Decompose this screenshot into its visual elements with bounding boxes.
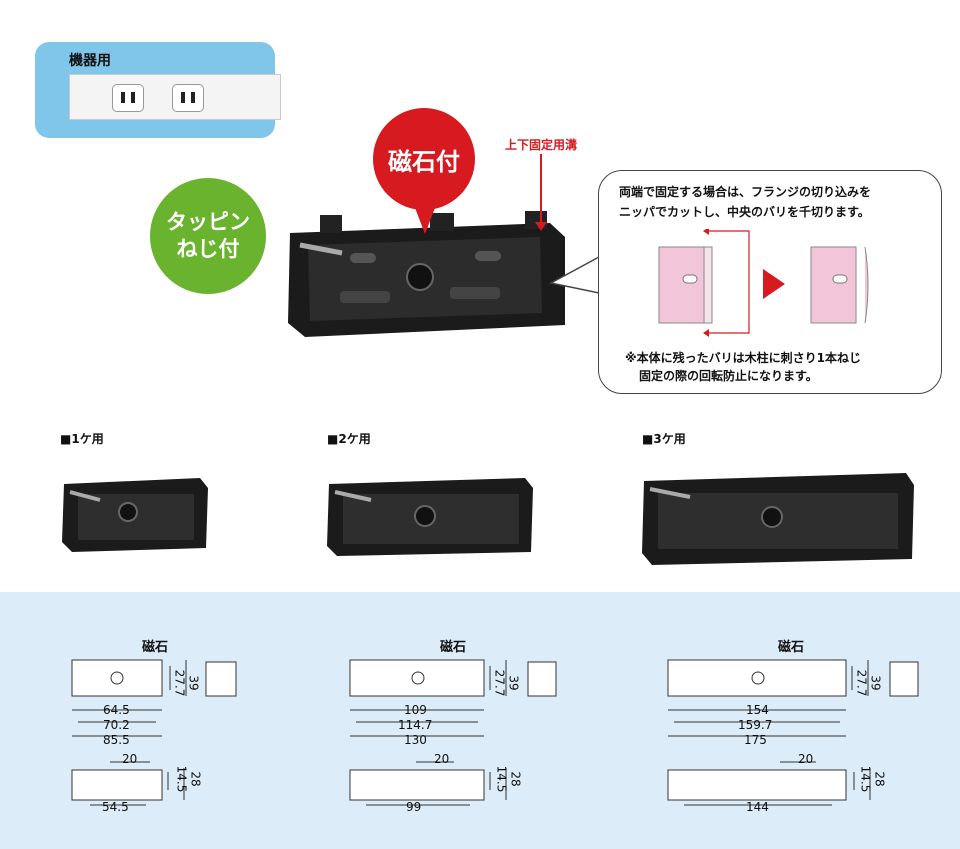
- dim-1-bottom: 54.5: [102, 800, 129, 814]
- dim-3-outer: 175: [744, 733, 767, 747]
- screw-balloon-line2: ねじ付: [176, 237, 240, 261]
- dim-1-h-outer: 39: [186, 675, 201, 691]
- outlet-icon: [112, 84, 144, 112]
- callout-note-2: 固定の際の回転防止になります。: [639, 369, 818, 383]
- dim-1-outer: 85.5: [103, 733, 130, 747]
- dim-2-mid: 114.7: [398, 718, 433, 732]
- dim-2-side-b: 28: [508, 771, 523, 787]
- callout-tail: [549, 255, 601, 294]
- groove-arrow-line: [540, 154, 542, 224]
- dim-1-mid: 70.2: [103, 718, 130, 732]
- groove-arrow-head: [535, 222, 547, 231]
- section-label-1: ■1ケ用: [60, 432, 104, 446]
- groove-label: 上下固定用溝: [505, 138, 578, 152]
- dim-1-h-inner: 27.7: [172, 669, 187, 697]
- dim-2-h-inner: 27.7: [492, 669, 507, 697]
- magnet-label-2: 磁石: [440, 640, 467, 655]
- dim-2-outer: 130: [404, 733, 427, 747]
- section-label-3: ■3ケ用: [642, 432, 686, 446]
- callout-note-1: ※本体に残ったバリは木柱に刺さり1本ねじ: [625, 351, 862, 365]
- dim-2-side-a: 14.5: [494, 765, 509, 793]
- magnet-label-3: 磁石: [778, 640, 805, 655]
- dim-3-inner: 154: [746, 703, 769, 717]
- product-image-3: [642, 473, 914, 565]
- dim-3-top-gap: 20: [798, 752, 814, 766]
- dim-3-h-inner: 27.7: [854, 669, 869, 697]
- dim-1-side-a: 14.5: [174, 765, 189, 793]
- product-image-1: [62, 478, 208, 552]
- dimension-drawing-1: [71, 659, 237, 806]
- dim-2-top-gap: 20: [434, 752, 450, 766]
- main-product-image: [288, 211, 565, 337]
- dim-1-inner: 64.5: [103, 703, 130, 717]
- outlet-plate: [69, 74, 281, 120]
- dim-3-side-b: 28: [872, 771, 887, 787]
- dim-2-bottom: 99: [406, 800, 422, 814]
- callout-text-1: 両端で固定する場合は、フランジの切り込みを: [619, 185, 872, 199]
- dimension-drawing-area: [0, 592, 960, 849]
- dim-3-h-outer: 39: [868, 675, 883, 691]
- dimension-drawing-2: [349, 659, 557, 806]
- section-label-2: ■2ケ用: [327, 432, 371, 446]
- dim-2-inner: 109: [404, 703, 427, 717]
- dim-2-h-outer: 39: [506, 675, 521, 691]
- dim-3-bottom: 144: [746, 800, 769, 814]
- dimension-drawing-3: [667, 659, 919, 806]
- flange-cut-illustration: [658, 229, 869, 337]
- magnet-balloon: 磁石付: [373, 108, 475, 210]
- dim-3-side-a: 14.5: [858, 765, 873, 793]
- callout-box: 両端で固定する場合は、フランジの切り込みを ニッパでカットし、中央のバリを千切り…: [598, 170, 942, 394]
- screw-balloon-line1: タッピン: [166, 210, 250, 234]
- device-card: 機器用: [35, 42, 281, 138]
- callout-text-2: ニッパでカットし、中央のバリを千切ります。: [619, 205, 870, 219]
- tapping-screw-balloon: タッピン ねじ付: [150, 178, 266, 294]
- magnet-label-1: 磁石: [142, 640, 169, 655]
- product-image-2: [327, 478, 533, 556]
- dim-1-side-b: 28: [188, 771, 203, 787]
- dim-1-top-gap: 20: [122, 752, 138, 766]
- device-card-title: 機器用: [69, 53, 111, 69]
- dim-3-mid: 159.7: [738, 718, 773, 732]
- outlet-icon: [172, 84, 204, 112]
